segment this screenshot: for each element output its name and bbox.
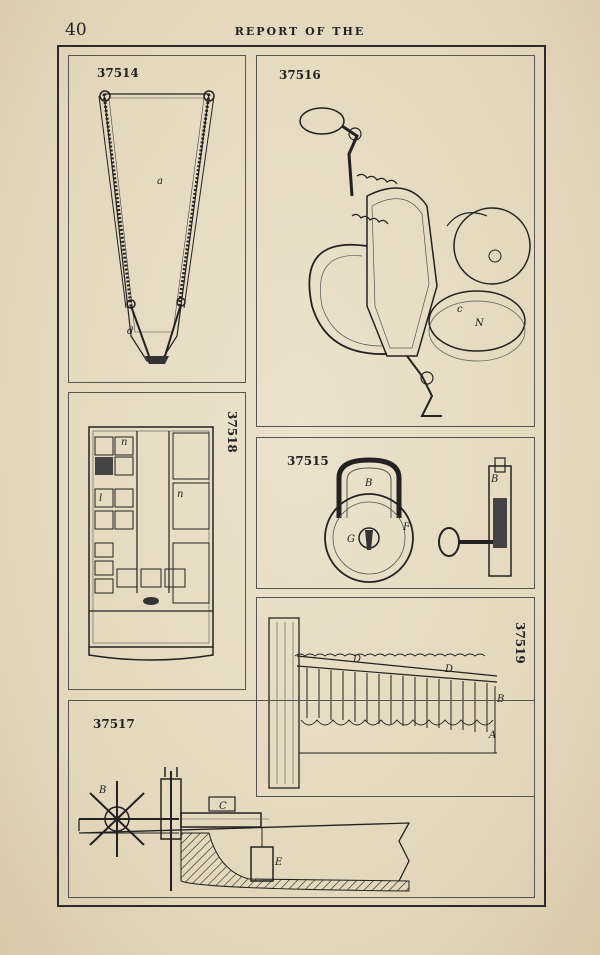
- figure-panel-37514: 37514 a d: [68, 55, 246, 383]
- figure-number: 37515: [287, 454, 329, 468]
- figure-panel-37516: 37516 N c: [256, 55, 535, 427]
- label-D-2: D: [444, 664, 453, 675]
- label-a: a: [157, 176, 163, 187]
- figure-number: 37517: [93, 717, 135, 731]
- padlock-drawing: B G F B: [324, 457, 512, 583]
- figure-number: 37516: [279, 68, 321, 82]
- plate-frame: [57, 45, 546, 907]
- label-B: B: [98, 785, 106, 796]
- label-B-2: B: [490, 474, 498, 485]
- label-G: G: [347, 534, 355, 545]
- label-A: A: [488, 730, 496, 741]
- figure-panel-37519: 37519: [256, 597, 535, 797]
- bee-hive-frame-drawing: D D B A: [268, 617, 504, 789]
- figure-panel-37518: 37518: [68, 392, 246, 690]
- figure-panel-37515: 37515 B G F B: [256, 437, 535, 589]
- label-n: n: [121, 437, 127, 448]
- label-d: d: [127, 326, 133, 337]
- cabinet-plan-drawing: n l n: [88, 426, 214, 661]
- apple-parer-drawing: N c: [299, 107, 531, 417]
- running-head: REPORT OF THE: [234, 25, 366, 38]
- water-wheel-machine-drawing: B C E: [78, 767, 411, 892]
- label-B: B: [496, 694, 504, 705]
- label-E: E: [274, 857, 283, 868]
- label-F: F: [402, 522, 411, 533]
- figure-number: 37514: [97, 66, 139, 80]
- label-l: l: [99, 493, 102, 504]
- label-C: C: [219, 801, 227, 812]
- label-B: B: [364, 478, 372, 489]
- figure-panel-37517: 37517: [68, 700, 535, 898]
- label-N: N: [474, 318, 485, 329]
- funnel-bag-drawing: a d: [98, 90, 215, 364]
- page-number: 40: [65, 20, 87, 40]
- label-n-2: n: [177, 489, 183, 500]
- label-c: c: [457, 304, 463, 315]
- label-D: D: [352, 654, 361, 665]
